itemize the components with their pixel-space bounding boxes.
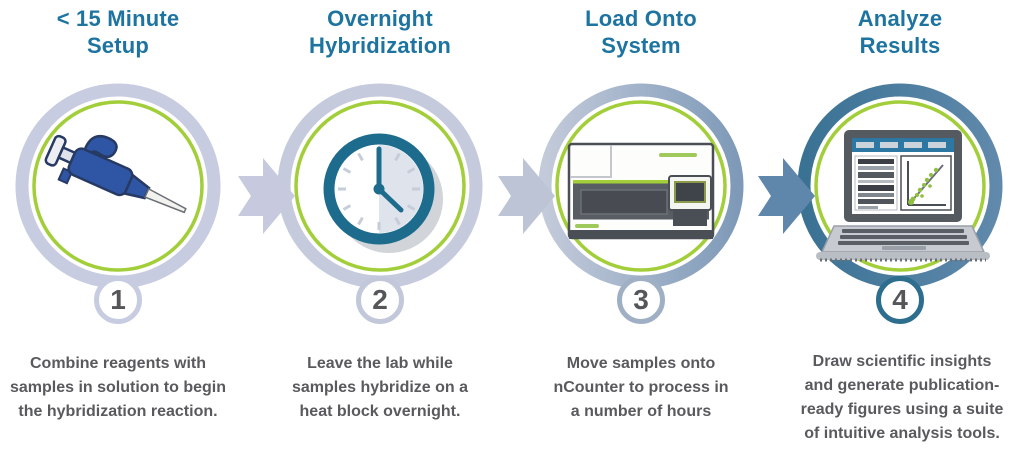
step1-description: Combine reagents with samples in solutio… bbox=[9, 355, 226, 420]
step2-number-badge: 2 bbox=[356, 276, 404, 324]
step2-number: 2 bbox=[372, 284, 388, 315]
step2-description: Leave the lab while samples hybridize on… bbox=[291, 355, 469, 420]
step3-description: Move samples onto nCounter to process in… bbox=[553, 355, 729, 420]
instrument-icon bbox=[563, 140, 719, 253]
step4-number-badge: 4 bbox=[876, 276, 924, 324]
arrow-step2-to-step3 bbox=[498, 158, 555, 234]
step2-title: Overnight Hybridization bbox=[309, 6, 451, 58]
clock-icon bbox=[315, 125, 449, 264]
arrow-step1-to-step2 bbox=[238, 158, 295, 234]
pipette-icon bbox=[40, 128, 196, 257]
laptop-icon bbox=[812, 128, 992, 273]
step1-number-badge: 1 bbox=[94, 276, 142, 324]
step3-title: Load Onto System bbox=[585, 6, 697, 58]
step4-number: 4 bbox=[892, 284, 908, 315]
step3-number-badge: 3 bbox=[617, 276, 665, 324]
step1-title: < 15 Minute Setup bbox=[56, 6, 180, 58]
step1-number: 1 bbox=[110, 284, 126, 315]
step4-title: Analyze Results bbox=[857, 6, 943, 58]
step3-number: 3 bbox=[633, 284, 649, 315]
arrow-step3-to-step4 bbox=[758, 158, 815, 234]
step4-description: Draw scientific insights and generate pu… bbox=[800, 353, 1004, 442]
